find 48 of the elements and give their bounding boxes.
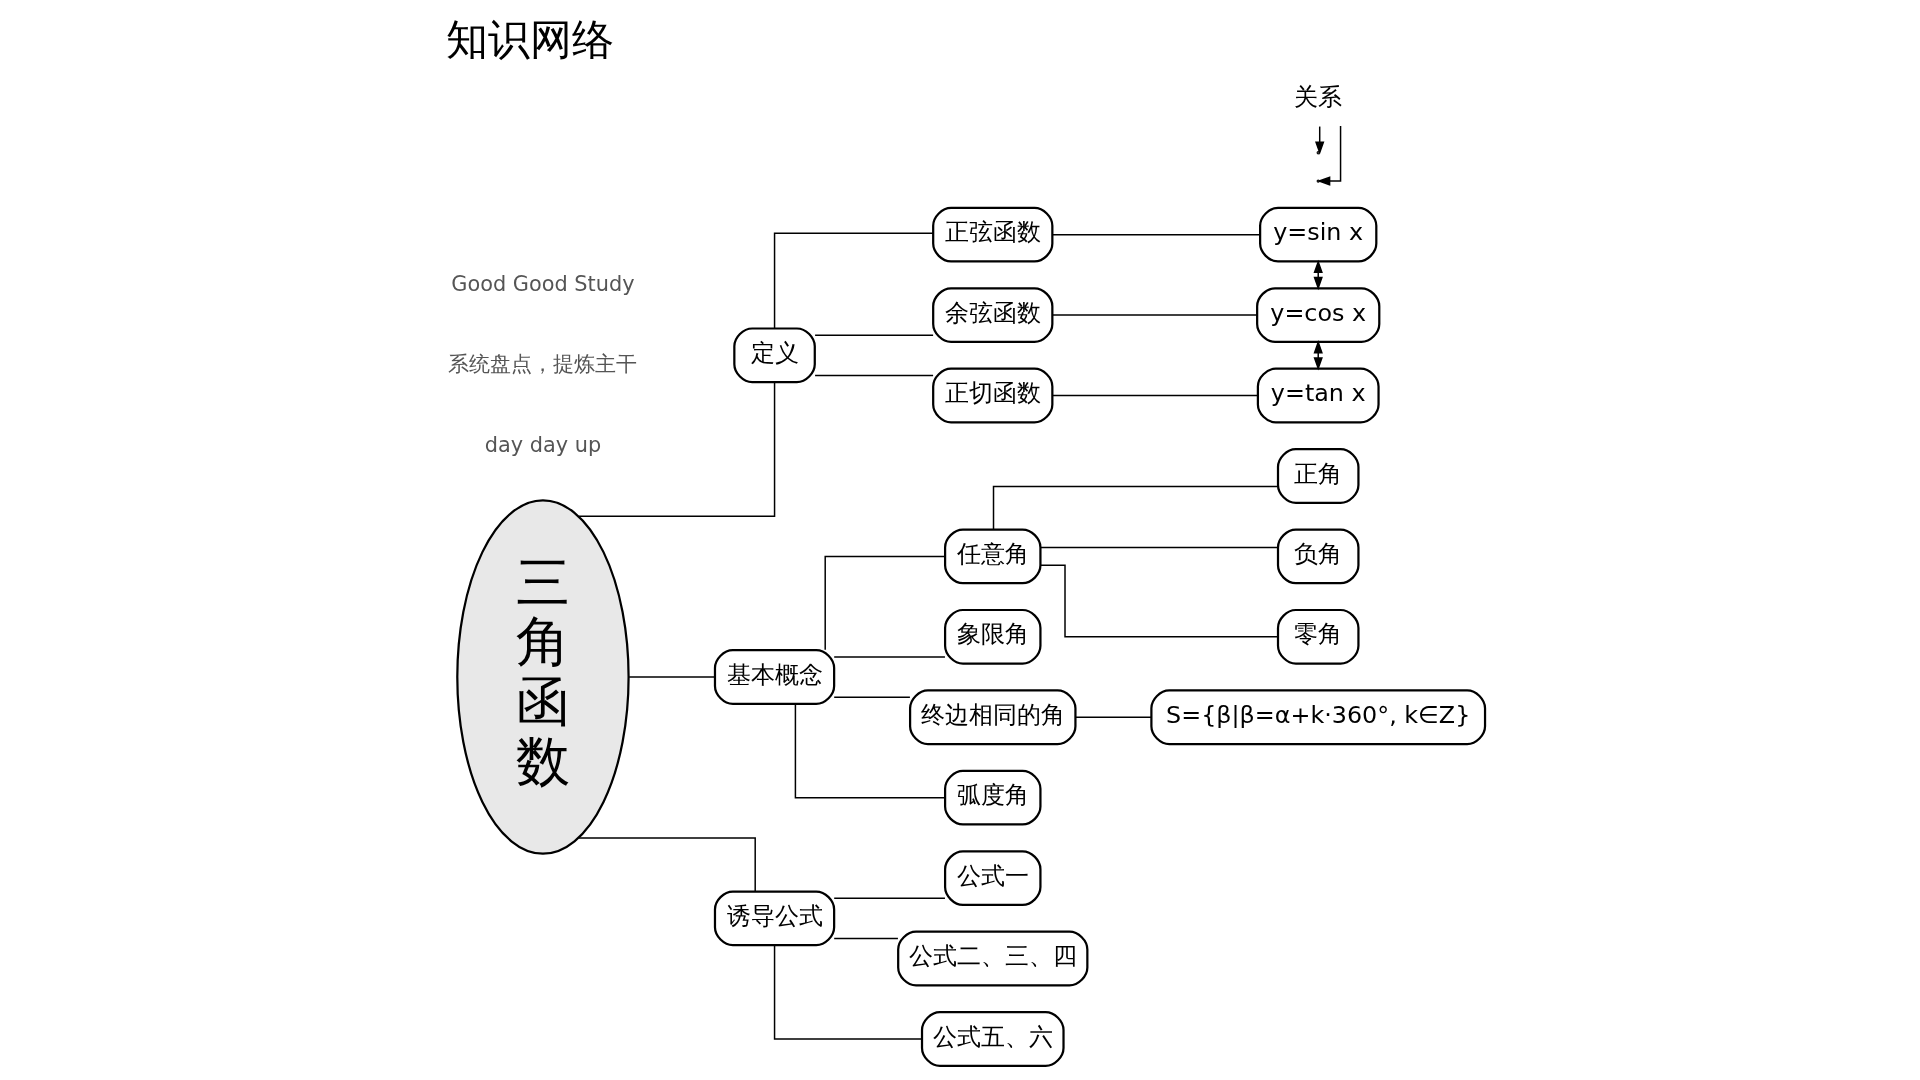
connector — [833, 656, 946, 658]
label: Good Good Study — [451, 271, 635, 296]
node-box: 基本概念 — [713, 649, 836, 705]
node-box: 负角 — [1276, 528, 1360, 585]
node-box: 象限角 — [944, 608, 1042, 665]
node-box: y=sin x — [1259, 206, 1378, 263]
label: day day up — [484, 432, 602, 457]
node-box: 公式一 — [944, 850, 1042, 907]
node-box: y=tan x — [1256, 367, 1380, 424]
connector — [1051, 233, 1261, 236]
node-box: 公式二、三、四 — [897, 930, 1089, 987]
node-box: 零角 — [1276, 608, 1360, 665]
label: 系统盘点，提炼主干 — [448, 352, 638, 377]
connector — [578, 837, 756, 892]
diagram-title: 知识网络 — [446, 14, 615, 64]
node-box: 任意角 — [944, 528, 1042, 585]
connector — [1075, 716, 1152, 718]
arrow — [1313, 259, 1323, 291]
node-text: 关系 — [1294, 82, 1343, 111]
connector — [1051, 394, 1259, 397]
arrow — [1313, 340, 1323, 371]
connector — [773, 944, 923, 1040]
connector — [814, 334, 934, 336]
connector — [824, 555, 946, 651]
node-box: 终边相同的角 — [909, 689, 1077, 746]
node-box: 诱导公式 — [713, 890, 836, 947]
connector — [1051, 314, 1258, 316]
connector — [1039, 564, 1279, 638]
node-box: y=cos x — [1256, 287, 1381, 343]
node-box: 弧度角 — [944, 769, 1042, 826]
connector — [833, 897, 946, 899]
connector — [833, 937, 899, 940]
connector — [794, 703, 946, 799]
connector — [773, 232, 934, 329]
node-box: 正弦函数 — [932, 206, 1054, 263]
node-box: 公式五、六 — [920, 1011, 1065, 1067]
node-box: 余弦函数 — [932, 287, 1054, 343]
node-box: 正切函数 — [932, 367, 1054, 424]
connector — [1040, 546, 1279, 549]
node-box: 定义 — [733, 327, 816, 384]
connector — [992, 485, 1279, 530]
connector — [833, 696, 911, 698]
connector — [577, 381, 776, 517]
node-box: 正角 — [1276, 448, 1360, 504]
connector — [628, 676, 716, 678]
node-ellipse: 三角函数 — [456, 499, 630, 855]
node-box: S={β|β=α+k·360°, k∈Z} — [1150, 689, 1487, 746]
connector — [814, 374, 934, 377]
